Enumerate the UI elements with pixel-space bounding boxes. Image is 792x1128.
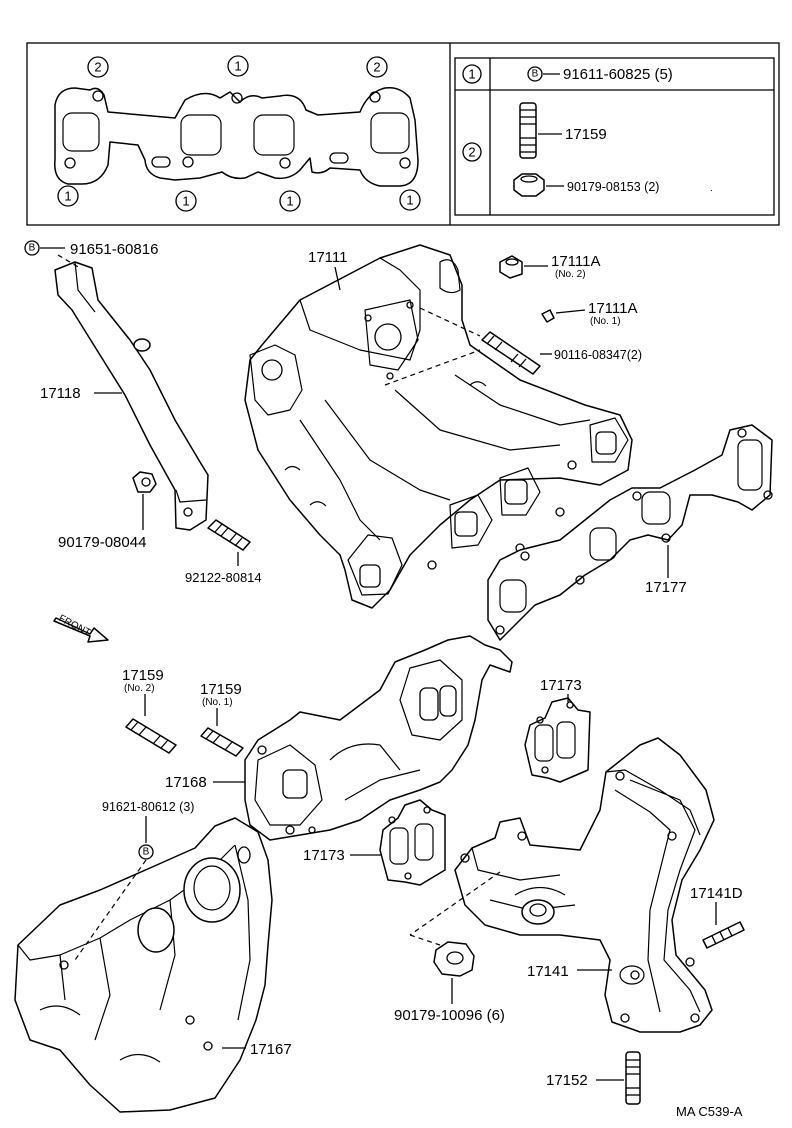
stud-icon <box>519 102 537 159</box>
label-17173-a: 17173 <box>540 677 582 694</box>
nut-90179-10096-icon <box>433 941 475 977</box>
label-17118: 17118 <box>40 385 81 402</box>
legend-ref-2-circle <box>462 142 482 162</box>
label-90116-08347: 90116-08347(2) <box>554 348 642 362</box>
gasket-ref-top-right: 2 <box>373 60 380 75</box>
stud-17152-icon <box>625 1051 641 1105</box>
label-92122-80814: 92122-80814 <box>185 570 262 585</box>
nut-icon <box>513 173 545 197</box>
gasket-ref-bottom-3: 1 <box>286 194 293 209</box>
label-17159-no1-sub: (No. 1) <box>202 697 233 708</box>
label-17159-no2-sub: (No. 2) <box>124 683 155 694</box>
bolt-90179-08044-icon <box>132 471 157 493</box>
label-17167: 17167 <box>250 1041 292 1058</box>
exhaust-pipe-17141 <box>454 737 715 1033</box>
label-17141D: 17141D <box>690 885 743 902</box>
svg-text:.: . <box>710 183 713 194</box>
label-17152: 17152 <box>546 1072 588 1089</box>
legend-part-17159: 17159 <box>565 126 607 143</box>
label-17159-no2: 17159 <box>122 667 164 684</box>
heat-insulator-17167 <box>14 817 273 1113</box>
legend-part-90179-08153: 90179-08153 (2) <box>567 180 659 194</box>
manifold-stay-bracket <box>54 261 209 531</box>
gasket-17173-lower <box>379 799 446 886</box>
legend-mark-b: B <box>532 69 539 80</box>
label-17111A-a-sub: (No. 2) <box>555 269 586 280</box>
legend-ref-1: 1 <box>468 67 475 82</box>
bolt-mark-icon <box>527 66 543 82</box>
gasket-ref-top-center: 1 <box>234 59 241 74</box>
label-91651-60816: 91651-60816 <box>70 241 158 258</box>
label-91621-80612: 91621-80612 (3) <box>102 800 194 814</box>
label-17141: 17141 <box>527 963 569 980</box>
stud-17141D-icon <box>702 921 745 949</box>
legend-ref-2: 2 <box>468 145 475 160</box>
bolt-mark-b-91621: B <box>143 847 150 858</box>
label-17111A-b-sub: (No. 1) <box>590 316 621 327</box>
figure-code: MA C539-A <box>676 1104 743 1119</box>
exhaust-gasket-top <box>54 86 419 187</box>
label-17111: 17111 <box>308 249 348 266</box>
label-90179-08044: 90179-08044 <box>58 534 146 551</box>
intake-manifold <box>244 244 633 609</box>
gasket-ref-bottom-4: 1 <box>406 193 413 208</box>
label-17173-b: 17173 <box>303 847 345 864</box>
plug-17111A-no2-icon <box>499 255 523 279</box>
legend-part-91611: 91611-60825 (5) <box>563 66 673 83</box>
stud-92122-icon <box>207 519 251 551</box>
intake-gasket-17177 <box>487 424 773 641</box>
stud-90116-icon <box>481 331 541 375</box>
gasket-ref-bottom-1: 1 <box>64 189 71 204</box>
label-17168: 17168 <box>165 774 207 791</box>
stud-17159-no2-icon <box>125 718 177 754</box>
gasket-panel-frame <box>26 42 780 226</box>
exhaust-manifold-17168 <box>244 635 513 841</box>
label-17177: 17177 <box>645 579 687 596</box>
plug-17111A-no1-icon <box>541 309 555 323</box>
label-17111A-a: 17111A <box>551 253 601 270</box>
gasket-17173-upper <box>524 697 591 783</box>
stud-17159-no1-icon <box>200 727 244 757</box>
gasket-ref-top-left: 2 <box>94 60 101 75</box>
bolt-mark-b: B <box>29 243 36 254</box>
gasket-ref-bottom-2: 1 <box>182 194 189 209</box>
legend-table <box>454 57 775 216</box>
label-17111A-b: 17111A <box>588 300 638 317</box>
front-label: FRONT <box>57 613 93 639</box>
front-arrow-icon <box>53 617 109 643</box>
label-17159-no1: 17159 <box>200 681 242 698</box>
legend-ref-1-circle <box>462 64 482 84</box>
label-90179-10096: 90179-10096 (6) <box>394 1007 505 1024</box>
